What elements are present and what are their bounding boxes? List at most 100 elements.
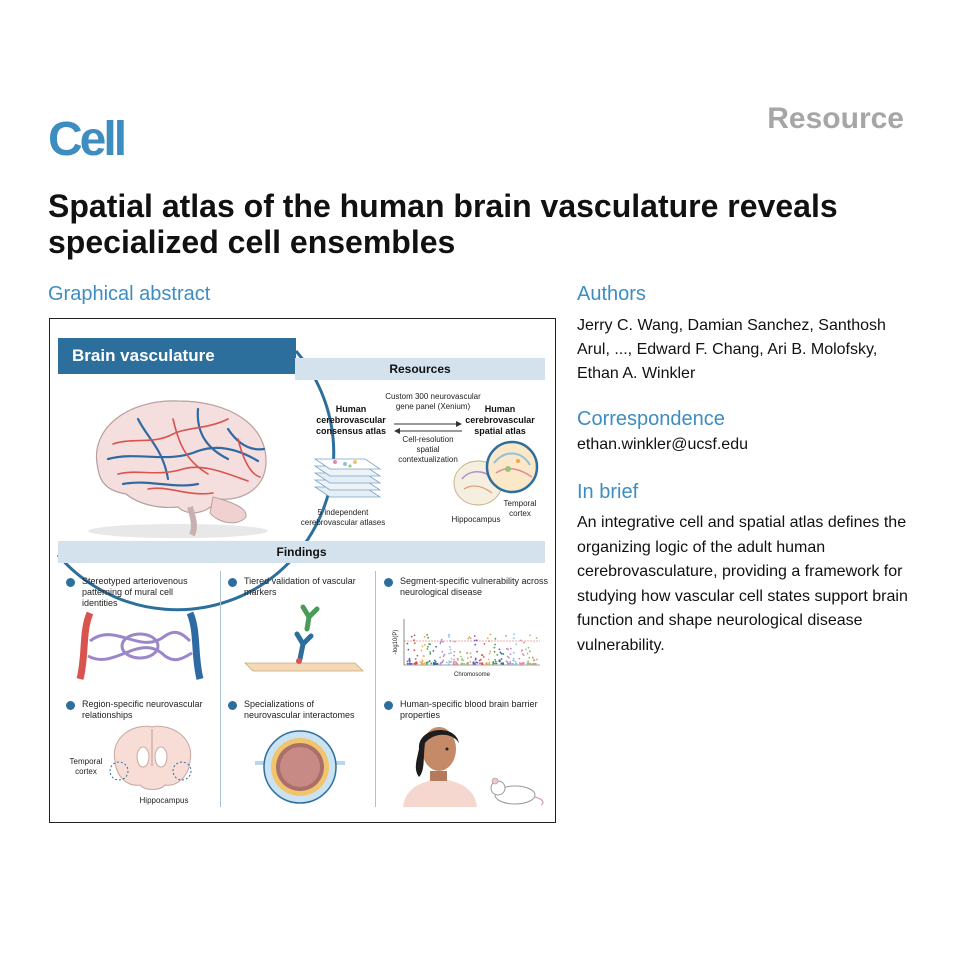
manhattan-point <box>409 661 411 663</box>
manhattan-point <box>509 662 512 665</box>
manhattan-point <box>514 663 517 665</box>
manhattan-ylabel: -log10(P) <box>393 629 399 655</box>
graphical-abstract-heading: Graphical abstract <box>48 283 211 305</box>
manhattan-point <box>487 658 490 661</box>
manhattan-point <box>413 639 415 642</box>
manhattan-point <box>489 650 492 653</box>
manhattan-point <box>527 660 529 663</box>
manhattan-point <box>533 663 535 665</box>
manhattan-point <box>448 636 450 638</box>
manhattan-point <box>466 657 469 659</box>
manhattan-point <box>440 662 442 665</box>
spatial-context-note: Cell-resolution spatial contextualizatio… <box>398 435 458 464</box>
manhattan-point <box>406 660 409 663</box>
manhattan-point <box>488 652 491 655</box>
manhattan-point <box>509 647 512 650</box>
consensus-atlas-label: Human cerebrovascular consensus atlas <box>315 404 387 436</box>
manhattan-point <box>423 635 426 638</box>
manhattan-point <box>505 660 508 663</box>
manhattan-point <box>448 652 450 655</box>
finding-2-dot <box>228 578 237 587</box>
manhattan-point <box>434 663 437 665</box>
manhattan-point <box>448 633 450 636</box>
manhattan-point <box>479 662 481 664</box>
manhattan-point <box>406 642 409 645</box>
finding-5-dot <box>228 701 237 710</box>
manhattan-point <box>531 656 534 659</box>
manhattan-point <box>449 648 452 651</box>
manhattan-point <box>461 658 463 660</box>
finding-1-text: Stereotyped arteriovenous patterning of … <box>82 576 188 608</box>
findings-bar: Findings <box>58 541 545 563</box>
manhattan-point <box>536 658 538 661</box>
manhattan-point <box>421 645 424 648</box>
brain-circle-outline <box>56 350 336 612</box>
manhattan-point <box>433 659 436 662</box>
manhattan-point <box>441 660 444 663</box>
manhattan-point <box>407 648 410 651</box>
manhattan-point <box>457 659 459 661</box>
manhattan-point <box>476 661 479 664</box>
manhattan-point <box>493 646 496 649</box>
manhattan-point <box>496 654 499 656</box>
manhattan-point <box>518 657 521 660</box>
manhattan-point <box>439 656 441 659</box>
manhattan-point <box>426 648 429 650</box>
manhattan-point <box>511 663 514 665</box>
manhattan-point <box>529 650 531 653</box>
correspondence-email[interactable]: ethan.winkler@ucsf.edu <box>577 436 748 453</box>
manhattan-point <box>476 650 478 653</box>
finding-6-text: Human-specific blood brain barrier prope… <box>400 699 538 720</box>
manhattan-point <box>415 661 418 663</box>
manhattan-point <box>480 654 483 656</box>
temporal-cortex-label-bottom: Temporal cortex <box>69 757 103 776</box>
manhattan-point <box>453 658 456 661</box>
manhattan-point <box>467 637 470 640</box>
authors-heading: Authors <box>577 283 646 305</box>
finding-4-text: Region-specific neurovascular relationsh… <box>82 699 203 720</box>
manhattan-point <box>512 637 515 640</box>
manhattan-point <box>446 661 448 664</box>
manhattan-point <box>514 661 517 663</box>
manhattan-point <box>512 651 515 654</box>
temporal-cortex-label-top: Temporal cortex <box>503 499 537 518</box>
manhattan-point <box>429 643 431 646</box>
manhattan-point <box>486 637 489 640</box>
manhattan-point <box>523 641 525 644</box>
spatial-atlas-label: Human cerebrovascular spatial atlas <box>465 404 535 436</box>
finding-1-dot <box>66 578 75 587</box>
manhattan-point <box>529 663 532 665</box>
manhattan-plot <box>403 619 540 666</box>
coronal-brain-illustration <box>109 725 192 790</box>
manhattan-point <box>423 644 426 646</box>
manhattan-point <box>528 656 531 659</box>
manhattan-point <box>442 659 445 662</box>
manhattan-point <box>498 659 501 662</box>
manhattan-point <box>420 661 423 664</box>
authors-list: Jerry C. Wang, Damian Sanchez, Santhosh … <box>577 317 886 382</box>
manhattan-point <box>453 650 456 653</box>
manhattan-point <box>422 663 424 665</box>
manhattan-point <box>425 661 428 664</box>
manhattan-point <box>533 659 536 662</box>
interactome-illustration <box>255 730 345 804</box>
brain-illustration <box>88 400 268 538</box>
finding-2-text: Tiered validation of vascular markers <box>244 576 356 597</box>
manhattan-point <box>534 663 537 665</box>
manhattan-point <box>466 652 468 655</box>
findings-divider-1 <box>220 571 221 807</box>
manhattan-point <box>410 662 413 665</box>
manhattan-point <box>474 658 477 661</box>
manhattan-point <box>469 661 472 663</box>
manhattan-point <box>494 662 496 665</box>
manhattan-point <box>521 649 523 652</box>
manhattan-point <box>416 654 419 657</box>
in-brief-text: An integrative cell and spatial atlas de… <box>577 514 908 654</box>
manhattan-point <box>506 655 509 658</box>
article-title: Spatial atlas of the human brain vascula… <box>48 188 838 260</box>
stack-note: 5 independent cerebrovascular atlases <box>300 508 386 527</box>
manhattan-point <box>452 661 455 664</box>
finding-5-text: Specializations of neurovascular interac… <box>244 699 355 720</box>
correspondence-heading: Correspondence <box>577 408 725 430</box>
tissue-sections-illustration <box>453 440 539 506</box>
